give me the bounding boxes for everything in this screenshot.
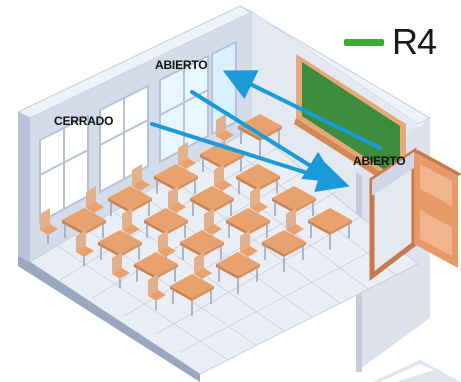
arrow-door-to-window <box>222 70 382 150</box>
chair-seat <box>112 268 130 279</box>
desk-edge-right <box>284 242 306 257</box>
desk-edge <box>272 198 294 213</box>
chair-back <box>122 208 132 230</box>
chair-seat <box>86 202 104 213</box>
desk-edge <box>154 176 176 191</box>
desk-edge-right <box>330 220 352 235</box>
desk-edge <box>200 154 222 169</box>
legend: R4 <box>344 21 437 62</box>
chair-back <box>76 230 86 252</box>
window-left-1 <box>39 114 89 224</box>
chair-back <box>178 142 188 164</box>
legend-label: R4 <box>392 21 437 62</box>
chair-seat <box>158 246 176 257</box>
chair-seat <box>148 290 166 301</box>
desk-edge-right <box>248 220 270 235</box>
desk-edge-right <box>212 198 234 213</box>
chair-seat <box>168 202 186 213</box>
chair-seat <box>194 268 212 279</box>
chair-back <box>86 186 96 208</box>
desk-edge-right <box>258 176 280 191</box>
desk-edge-right <box>166 220 188 235</box>
desk-edge <box>226 220 248 235</box>
desk-edge-right <box>222 154 244 169</box>
desks <box>40 114 352 316</box>
chair-seat <box>204 224 222 235</box>
chair-back <box>250 186 260 208</box>
arrow-window-to-door-2 <box>190 90 337 183</box>
desk-edge <box>98 242 120 257</box>
chair-back <box>132 164 142 186</box>
desk-edge <box>262 242 284 257</box>
desk-edge-right <box>120 242 142 257</box>
chair-seat <box>286 224 304 235</box>
desk-edge-right <box>192 286 214 301</box>
desk-edge <box>308 220 330 235</box>
label-abierto-door: ABIERTO <box>353 154 406 168</box>
chair-back <box>194 252 204 274</box>
next-room-corner <box>372 360 461 382</box>
desk-edge-right <box>294 198 316 213</box>
legend-color-swatch <box>344 38 384 46</box>
classroom-door <box>369 147 461 282</box>
desk-edge <box>170 286 192 301</box>
desk-edge <box>134 264 156 279</box>
desk-edge-right <box>130 198 152 213</box>
desk-edge <box>62 220 84 235</box>
desk-edge-right <box>176 176 198 191</box>
chair-back <box>158 230 168 252</box>
chair-seat <box>122 224 140 235</box>
chair-back <box>148 274 158 296</box>
label-abierto-window: ABIERTO <box>155 58 208 72</box>
chair-back <box>168 186 178 208</box>
chair-seat <box>40 224 58 235</box>
desk-edge-right <box>156 264 178 279</box>
chair-seat <box>132 180 150 191</box>
chair-seat <box>76 246 94 257</box>
chair-back <box>112 252 122 274</box>
desk-edge <box>180 242 202 257</box>
desk-edge <box>216 264 238 279</box>
window-left-2 <box>99 84 149 194</box>
chair-seat <box>240 246 258 257</box>
desk-edge-right <box>84 220 106 235</box>
chair-back <box>286 208 296 230</box>
desk-edge <box>190 198 212 213</box>
chair-seat <box>214 180 232 191</box>
desk-edge <box>108 198 130 213</box>
chair-back <box>204 208 214 230</box>
chair-back <box>40 208 50 230</box>
chair-seat <box>250 202 268 213</box>
chair-back <box>240 230 250 252</box>
desk-edge <box>238 126 260 141</box>
desk-edge <box>144 220 166 235</box>
chair-back <box>214 164 224 186</box>
chair-seat <box>178 158 196 169</box>
desk-edge-right <box>202 242 224 257</box>
chair-back <box>216 114 226 136</box>
desk-edge-right <box>238 264 260 279</box>
label-cerrado-window: CERRADO <box>54 114 114 128</box>
airflow-arrows <box>150 70 382 193</box>
chair-seat <box>216 130 234 141</box>
desk-edge <box>236 176 258 191</box>
